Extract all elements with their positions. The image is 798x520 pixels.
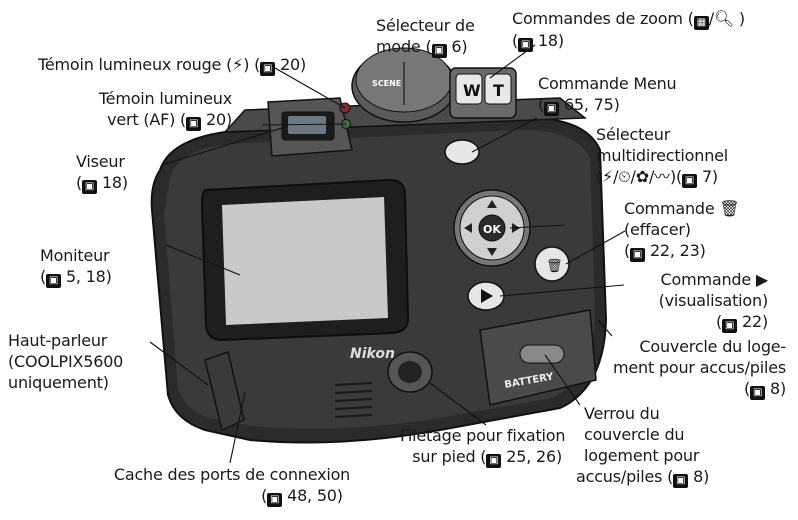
label-delete-button: Commande 🗑 (effacer) (▣ 22, 23) [624, 199, 740, 262]
ok-button [478, 214, 506, 242]
delete-button [534, 246, 570, 282]
book-ref-icon: ▣ [267, 493, 283, 507]
label-green-led: Témoin lumineux vert (AF) (▣ 20) [98, 89, 232, 131]
book-ref-icon: ▣ [544, 102, 560, 116]
label-mode-dial: Sélecteur de mode (▣ 6) [376, 16, 475, 58]
label-zoom: Commandes de zoom (▦/🔍︎ ) (▣ 18) [512, 9, 745, 52]
label-battery-lock: Verrou du couvercle du logement pour acc… [576, 404, 710, 488]
label-red-led: Témoin lumineux rouge (⚡) (▣ 20) [38, 55, 307, 76]
magnify-icon: 🔍︎ [713, 9, 735, 28]
label-menu-button: Commande Menu (▣ 65, 75) [538, 74, 677, 116]
speaker-grille [334, 382, 373, 418]
connector-cover [204, 351, 245, 432]
book-ref-icon: ▣ [431, 44, 447, 58]
label-monitor: Moniteur (▣ 5, 18) [40, 246, 112, 288]
monitor-screen [222, 197, 388, 325]
thumbnail-icon: ▦ [693, 16, 709, 30]
book-ref-icon: ▣ [750, 386, 766, 400]
zoom-t-button [484, 73, 512, 105]
scene-label: SCENE [372, 79, 401, 88]
book-ref-icon: ▣ [518, 38, 534, 52]
zoom-w-button [455, 73, 483, 105]
brand-logo: Nikon [350, 346, 395, 362]
zoom-w-label: W [463, 81, 481, 100]
ok-label: OK [483, 223, 501, 236]
label-tripod: Filetage pour fixation sur pied (▣ 25, 2… [400, 426, 566, 468]
book-ref-icon: ▣ [82, 180, 98, 194]
book-ref-icon: ▣ [260, 62, 276, 76]
menu-button [444, 139, 480, 165]
book-ref-icon: ▣ [46, 274, 62, 288]
zoom-t-label: T [493, 81, 504, 100]
book-ref-icon: ▣ [630, 248, 646, 262]
label-speaker: Haut-parleur (COOLPIX5600 uniquement) [8, 331, 124, 392]
label-playback-button: Commande ▶ (visualisation) (▣ 22) [658, 270, 768, 333]
book-ref-icon: ▣ [486, 454, 502, 468]
book-ref-icon: ▣ [722, 319, 738, 333]
label-multi-selector: Sélecteur multidirectionnel (⚡/⏲/✿/〰)(▣ … [596, 125, 729, 188]
label-connector-cover: Cache des ports de connexion (▣ 48, 50) [113, 465, 351, 507]
book-ref-icon: ▣ [682, 174, 698, 188]
book-ref-icon: ▣ [673, 474, 689, 488]
svg-text:🗑: 🗑 [546, 258, 563, 274]
label-battery-cover: Couvercle du loge- ment pour accus/piles… [613, 337, 786, 400]
label-viewfinder: Viseur (▣ 18) [76, 152, 128, 194]
battery-lock [519, 344, 565, 364]
book-ref-icon: ▣ [186, 117, 202, 131]
